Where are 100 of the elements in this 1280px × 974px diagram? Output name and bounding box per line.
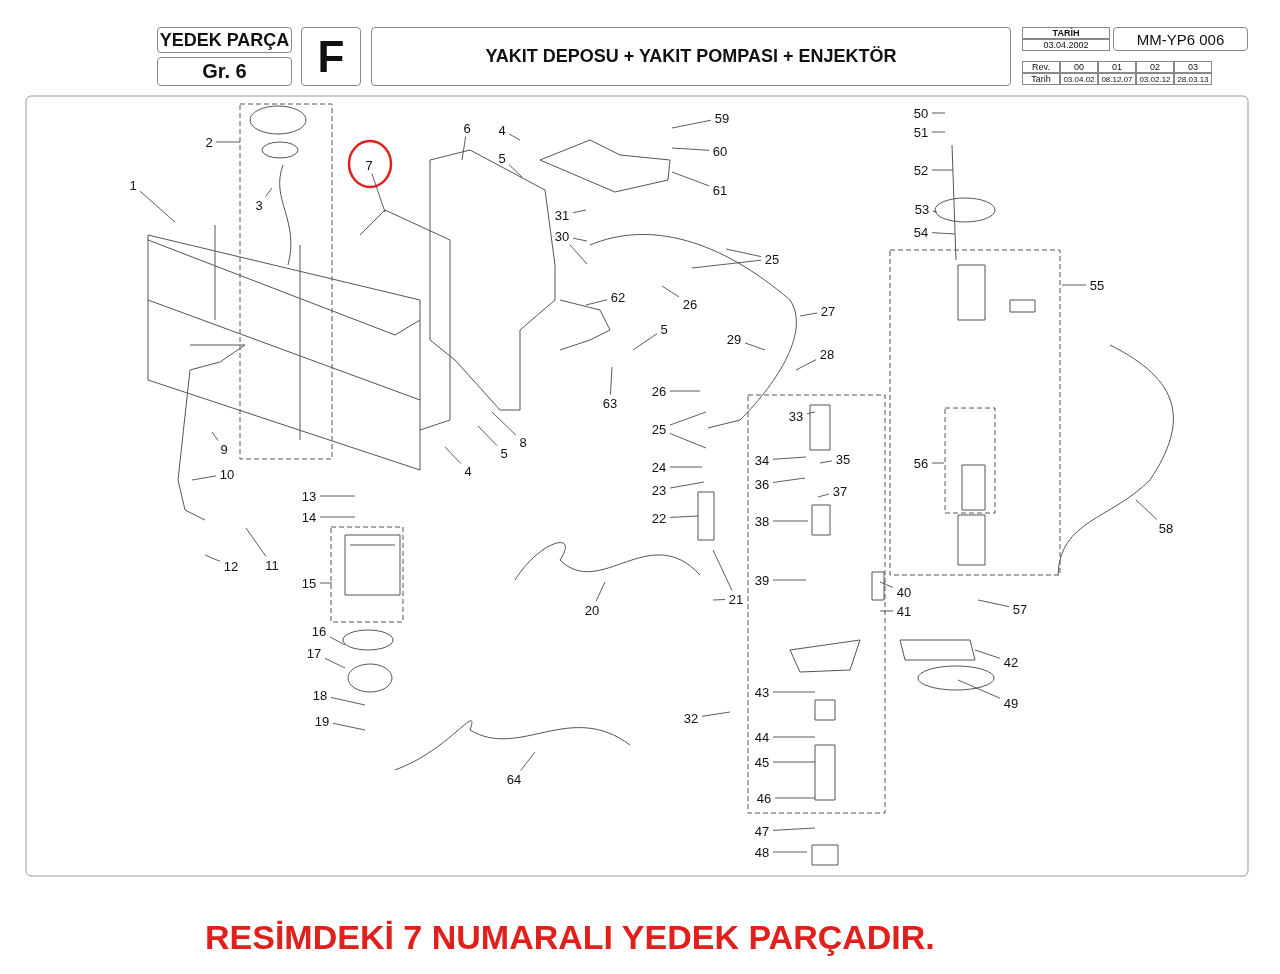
callout-number: 32 xyxy=(681,710,701,726)
leader-line xyxy=(931,169,954,171)
leader-line xyxy=(191,475,217,481)
callout-number: 24 xyxy=(649,459,669,475)
leader-line xyxy=(725,248,762,257)
callout-number: 59 xyxy=(712,110,732,126)
leader-line xyxy=(974,649,1001,659)
callout-number: 39 xyxy=(752,572,772,588)
leader-line xyxy=(772,520,809,522)
leader-line xyxy=(712,599,726,601)
leader-line xyxy=(744,342,766,351)
leader-line xyxy=(701,711,731,717)
leader-line xyxy=(215,141,241,143)
table-cell: 00 xyxy=(1060,61,1098,73)
callout-number: 19 xyxy=(312,713,332,729)
leader-line xyxy=(931,232,956,235)
callout-number: 30 xyxy=(552,228,572,244)
table-cell: 08.12.07 xyxy=(1098,73,1136,85)
callout-number: 5 xyxy=(658,321,670,337)
leader-line xyxy=(610,366,613,395)
leader-line xyxy=(477,425,498,447)
leader-line xyxy=(799,312,818,317)
leader-line xyxy=(669,390,701,392)
callout-number: 17 xyxy=(304,645,324,661)
leader-line xyxy=(319,516,356,518)
leader-line xyxy=(772,827,816,831)
leader-line xyxy=(569,244,588,265)
callout-number: 33 xyxy=(786,408,806,424)
group-number: Gr. 6 xyxy=(157,57,292,86)
callout-number: 28 xyxy=(817,346,837,362)
callout-number: 54 xyxy=(911,224,931,240)
callout-number: 29 xyxy=(724,331,744,347)
callout-number: 38 xyxy=(752,513,772,529)
callout-number: 46 xyxy=(754,790,774,806)
leader-line xyxy=(957,679,1001,699)
callout-number: 43 xyxy=(752,684,772,700)
callout-number: 52 xyxy=(911,162,931,178)
leader-line xyxy=(671,119,712,129)
callout-number: 62 xyxy=(608,289,628,305)
callout-number: 55 xyxy=(1087,277,1107,293)
leader-line xyxy=(772,736,816,738)
leader-line xyxy=(661,285,680,298)
leader-line xyxy=(772,579,807,581)
leader-line xyxy=(772,477,806,483)
section-letter: F xyxy=(301,27,361,86)
callout-number: 3 xyxy=(253,197,265,213)
callout-number: 47 xyxy=(752,823,772,839)
callout-number: 13 xyxy=(299,488,319,504)
callout-number: 57 xyxy=(1010,601,1030,617)
callout-number: 23 xyxy=(649,482,669,498)
callout-number: 8 xyxy=(517,434,529,450)
leader-line xyxy=(572,237,588,242)
callout-number: 12 xyxy=(221,558,241,574)
callout-number: 20 xyxy=(582,602,602,618)
callout-number: 22 xyxy=(649,510,669,526)
table-cell: 03.02.12 xyxy=(1136,73,1174,85)
callout-number: 61 xyxy=(710,182,730,198)
leader-line xyxy=(671,147,710,151)
caption: RESİMDEKİ 7 NUMARALI YEDEK PARÇADIR. xyxy=(205,918,935,957)
callout-number: 50 xyxy=(911,105,931,121)
leader-line xyxy=(977,599,1010,608)
leader-line xyxy=(520,751,536,771)
leader-line xyxy=(595,581,606,602)
leader-line xyxy=(204,554,221,562)
callout-number: 31 xyxy=(552,207,572,223)
callout-number: 26 xyxy=(649,383,669,399)
callout-number: 44 xyxy=(752,729,772,745)
leader-line xyxy=(669,515,699,518)
leader-line xyxy=(330,697,366,706)
leader-line xyxy=(806,411,816,415)
callout-number: 5 xyxy=(496,150,508,166)
callout-number: 11 xyxy=(262,557,282,573)
callout-number: 6 xyxy=(461,120,473,136)
callout-number: 36 xyxy=(752,476,772,492)
leader-line xyxy=(795,359,817,371)
callout-number: 25 xyxy=(649,421,669,437)
leader-line xyxy=(371,173,386,213)
leader-line xyxy=(712,549,733,591)
callout-number: 9 xyxy=(218,441,230,457)
leader-line xyxy=(774,797,816,799)
table-cell: TARİH xyxy=(1022,27,1110,39)
callout-number: 35 xyxy=(833,451,853,467)
leader-line xyxy=(265,187,273,197)
callout-number: 14 xyxy=(299,509,319,525)
leader-line xyxy=(772,761,816,763)
leader-line xyxy=(444,446,462,465)
callout-number: 41 xyxy=(894,603,914,619)
document-number: MM-YP6 006 xyxy=(1113,27,1248,51)
leader-line xyxy=(879,610,894,612)
leader-line xyxy=(932,210,938,213)
callout-number: 60 xyxy=(710,143,730,159)
section-name: YEDEK PARÇA xyxy=(157,27,292,53)
callout-number: 26 xyxy=(680,296,700,312)
table-cell: 02 xyxy=(1136,61,1174,73)
callout-number: 58 xyxy=(1156,520,1176,536)
leader-line xyxy=(324,657,346,669)
callout-number: 42 xyxy=(1001,654,1021,670)
callout-number: 45 xyxy=(752,754,772,770)
table-cell: 03 xyxy=(1174,61,1212,73)
leader-line xyxy=(632,333,658,351)
